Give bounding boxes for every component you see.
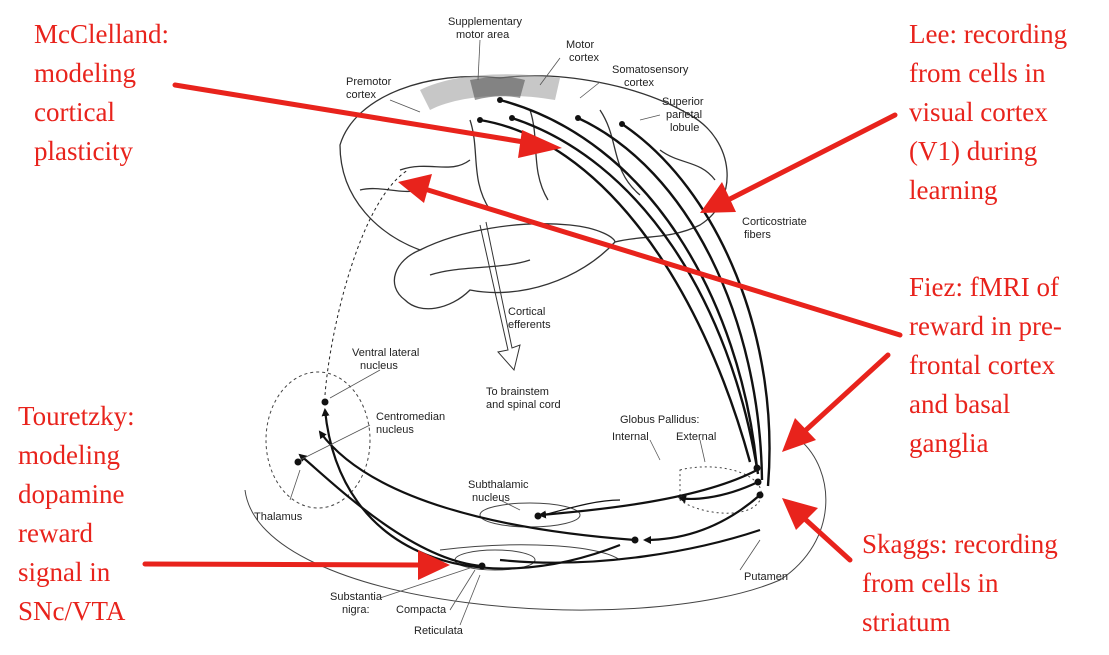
label-parietal-3: lobule [670,122,699,134]
label-corticostriate-2: fibers [744,229,771,241]
label-brainstem: To brainstem [486,386,549,398]
label-motor-2: cortex [569,52,599,64]
label-substantia-2: nigra: [342,604,370,616]
annotation-arrows [142,82,903,580]
annotation-touretzky: Touretzky: modeling dopamine reward sign… [18,401,135,626]
arrow-fiez-cortex [398,174,903,338]
label-parietal: Superior [662,96,704,108]
annotation-mcclelland: McClelland: modeling cortical plasticity [34,19,169,166]
arrow-fiez-ganglia [782,352,891,452]
label-putamen: Putamen [744,571,788,583]
label-subthalamic: Subthalamic [468,479,529,491]
arrow-touretzky [142,550,450,580]
label-cortical-efferents-2: efferents [508,319,551,331]
arrow-mcclelland [172,82,562,158]
annotation-fiez: Fiez: fMRI of reward in pre- frontal cor… [909,272,1062,458]
motor-area-shading [420,74,560,110]
label-subthalamic-2: nucleus [472,492,510,504]
label-premotor-2: cortex [346,89,376,101]
label-somatosensory-2: cortex [624,77,654,89]
label-premotor: Premotor [346,76,392,88]
label-supplementary: Supplementary [448,16,522,28]
annotation-skaggs: Skaggs: recording from cells in striatum [862,529,1058,637]
label-thalamus: Thalamus [254,511,303,523]
label-ventral-lateral: Ventral lateral [352,347,419,359]
leader-lines [289,39,761,626]
cortical-efferents-arrow [479,221,521,372]
arrow-lee [700,112,898,213]
annotation-lee: Lee: recording from cells in visual cort… [909,19,1068,205]
label-brainstem-2: and spinal cord [486,399,561,411]
label-globus-pallidus: Globus Pallidus: [620,414,700,426]
corticostriate-fibers [479,98,771,487]
arrow-skaggs [782,498,853,563]
label-centromedian: Centromedian [376,411,445,423]
label-cortical-efferents: Cortical [508,306,545,318]
label-internal: Internal [612,431,649,443]
label-external: External [676,431,716,443]
label-somatosensory: Somatosensory [612,64,689,76]
basal-ganglia-circuit [298,408,761,570]
label-supplementary-2: motor area [456,29,510,41]
label-parietal-2: parietal [666,109,702,121]
label-substantia: Substantia [330,591,383,603]
label-corticostriate: Corticostriate [742,216,807,228]
label-compacta: Compacta [396,604,447,616]
label-motor: Motor [566,39,594,51]
subcortical-outlines [244,371,827,611]
anatomical-labels: Supplementary motor area Motor cortex So… [254,16,807,637]
label-ventral-lateral-2: nucleus [360,360,398,372]
thalamocortical-loop [324,169,409,396]
label-reticulata: Reticulata [414,625,464,637]
label-centromedian-2: nucleus [376,424,414,436]
